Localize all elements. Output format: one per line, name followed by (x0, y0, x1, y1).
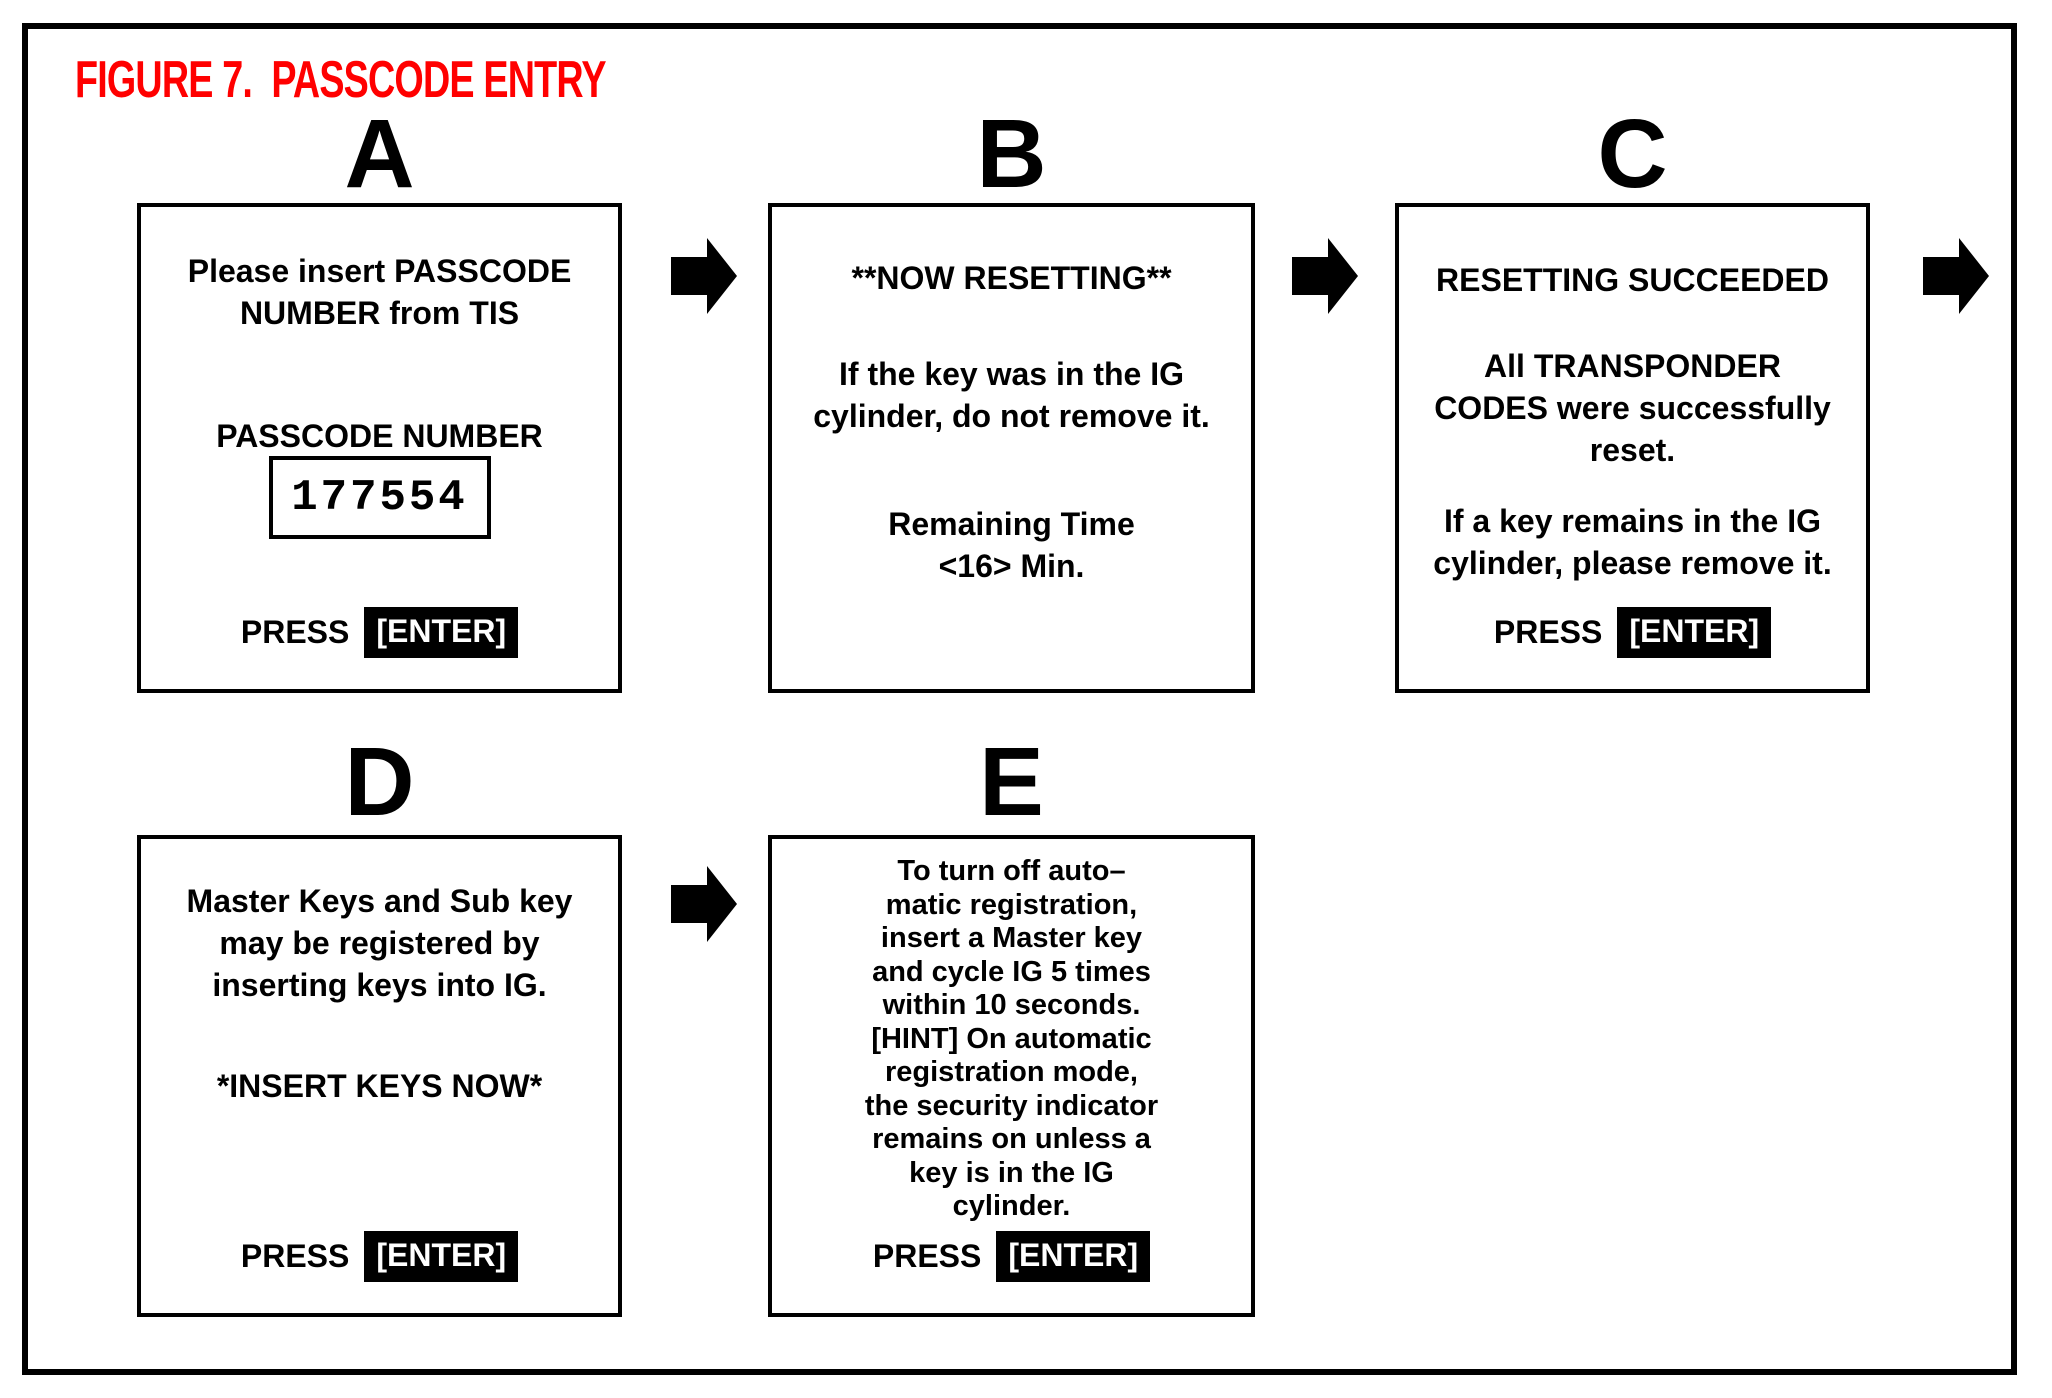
screen-c-box: RESETTING SUCCEEDED All TRANSPONDER CODE… (1395, 203, 1870, 693)
transponder-reset-text: All TRANSPONDER CODES were successfully … (1434, 348, 1831, 468)
screen-a-label: A (344, 99, 415, 208)
press-label: PRESS (1493, 614, 1603, 651)
enter-key-badge: [ENTER] (996, 1231, 1151, 1283)
screen-d-label: D (344, 727, 415, 836)
enter-key-badge: [ENTER] (364, 607, 519, 659)
arrow-right-icon (1923, 238, 1989, 314)
arrow-right-icon (671, 866, 737, 942)
arrow-right-icon (671, 238, 737, 314)
screen-e-box: To turn off auto– matic registration, in… (768, 835, 1255, 1317)
enter-key-badge: [ENTER] (364, 1231, 519, 1283)
screen-d-box: Master Keys and Sub key may be registere… (137, 835, 622, 1317)
passcode-value-box: 177554 (268, 456, 491, 539)
figure-border: FIGURE 7. PASSCODE ENTRY A B C D E Pleas… (22, 23, 2017, 1375)
press-enter-row: PRESS [ENTER] (1399, 607, 1866, 659)
screen-e-label: E (979, 727, 1044, 836)
press-enter-row: PRESS [ENTER] (141, 1231, 618, 1283)
figure-title: FIGURE 7. PASSCODE ENTRY (75, 50, 607, 109)
screen-b-instruction: If the key was in the IG cylinder, do no… (813, 356, 1210, 434)
resetting-succeeded-heading: RESETTING SUCCEEDED (1436, 262, 1829, 298)
register-keys-text: Master Keys and Sub key may be registere… (186, 883, 573, 1003)
insert-keys-now-text: *INSERT KEYS NOW* (216, 1068, 543, 1104)
screen-b-box: **NOW RESETTING** If the key was in the … (768, 203, 1255, 693)
auto-registration-hint-text: To turn off auto– matic registration, in… (864, 855, 1159, 1222)
remove-key-text: If a key remains in the IG cylinder, ple… (1433, 503, 1832, 581)
enter-key-badge: [ENTER] (1617, 607, 1772, 659)
press-label: PRESS (240, 1238, 350, 1275)
now-resetting-heading: **NOW RESETTING** (851, 260, 1172, 296)
press-enter-row: PRESS [ENTER] (141, 607, 618, 659)
screen-a-instruction: Please insert PASSCODE NUMBER from TIS (187, 253, 572, 331)
screen-a-box: Please insert PASSCODE NUMBER from TIS P… (137, 203, 622, 693)
passcode-value: 177554 (291, 472, 468, 523)
press-enter-row: PRESS [ENTER] (772, 1231, 1251, 1283)
press-label: PRESS (240, 614, 350, 651)
press-label: PRESS (872, 1238, 982, 1275)
arrow-right-icon (1292, 238, 1358, 314)
screen-b-label: B (976, 99, 1047, 208)
passcode-number-label: PASSCODE NUMBER (216, 418, 543, 454)
remaining-time-text: Remaining Time <16> Min. (888, 506, 1135, 584)
screen-c-label: C (1597, 99, 1668, 208)
